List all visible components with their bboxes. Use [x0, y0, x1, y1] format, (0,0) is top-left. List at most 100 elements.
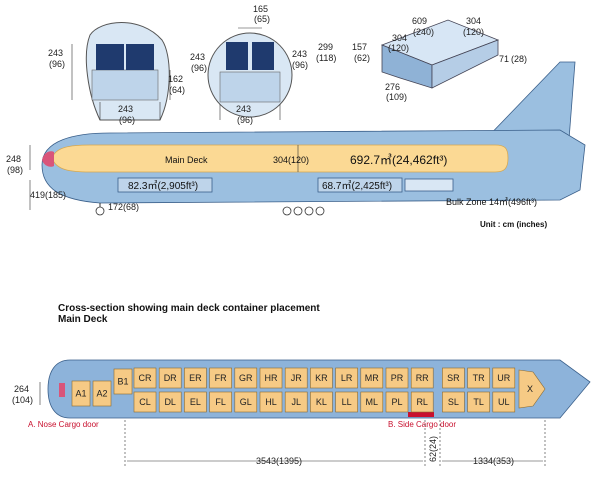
container-slot-box	[467, 391, 490, 413]
container-slot-label: CR	[139, 373, 152, 383]
dim-label: 304	[392, 33, 407, 43]
container-slot-box	[158, 391, 182, 413]
aft-hold	[317, 177, 403, 193]
main-deck-cross-section	[207, 27, 293, 120]
dim-label: 3543(1395)	[256, 456, 302, 466]
dim-label: (109)	[386, 92, 407, 102]
container-slot-label: JL	[291, 397, 301, 407]
cargo-window	[252, 42, 274, 70]
container-slot-box	[209, 391, 232, 413]
dim-label: (96)	[49, 59, 65, 69]
dim-label: 243	[48, 48, 63, 58]
dim-label: (118)	[316, 53, 336, 63]
section-heading: Cross-section showing main deck containe…	[58, 303, 320, 314]
container-slot-jl: JL	[284, 391, 308, 413]
dim-label: 62(24)	[428, 436, 438, 462]
container-slot-box	[234, 391, 258, 413]
container-slot-mr: MR	[360, 367, 384, 389]
container-slot-ul: UL	[492, 391, 516, 413]
container-slot-gr: GR	[234, 367, 258, 389]
container-slot-cl: CL	[133, 391, 157, 413]
cargo-window	[96, 44, 124, 70]
container-slot-box	[71, 380, 91, 407]
container-slot-box	[492, 367, 516, 389]
dim-label: (62)	[354, 53, 370, 63]
container-slot-label: GR	[239, 373, 253, 383]
container-slot-dr: DR	[158, 367, 182, 389]
container-slot-label: LL	[342, 397, 352, 407]
container-slot-hl: HL	[259, 391, 283, 413]
dim-label: 1334(353)	[473, 456, 514, 466]
container-slot-lr: LR	[335, 367, 358, 389]
forward-hold-volume: 82.3㎥(2,905ft³)	[128, 179, 198, 192]
container-slot-tr: TR	[467, 367, 490, 389]
dim-label: 419(185)	[30, 190, 66, 200]
container-slot-box	[360, 367, 384, 389]
container-slot-label: A1	[75, 389, 86, 399]
container-slot-label: EL	[190, 397, 201, 407]
container-slot-label: B1	[117, 377, 128, 387]
container-slot-label: A2	[96, 389, 107, 399]
container-slot-box	[284, 367, 308, 389]
dim-label: 243	[190, 52, 205, 62]
container-slot-box	[284, 391, 308, 413]
container-slot-gl: GL	[234, 391, 258, 413]
dim-label: 243	[118, 104, 133, 114]
container-slot-box	[442, 391, 465, 413]
container-slot-sl: SL	[442, 391, 465, 413]
main-deck-height: 304(120)	[273, 155, 309, 165]
dim-label: 609	[412, 16, 427, 26]
lower-deck-container	[380, 19, 500, 89]
container-slot-label: SR	[447, 373, 460, 383]
dim-label: 276	[385, 82, 400, 92]
main-deck-volume: 692.7㎥(24,462ft³)	[350, 153, 447, 167]
container-slot-kl: KL	[310, 391, 333, 413]
container-slot-box	[158, 367, 182, 389]
container-slot-box	[234, 367, 258, 389]
container-slot-label: SL	[448, 397, 459, 407]
container-slot-label: TR	[473, 373, 485, 383]
container-slot-ur: UR	[492, 367, 516, 389]
container-slot-box	[259, 367, 283, 389]
container-slot-box	[209, 367, 232, 389]
dim-label: 304	[466, 16, 481, 26]
dim-label: (64)	[169, 85, 185, 95]
container-slot-box	[410, 391, 434, 413]
container-slot-box	[310, 391, 333, 413]
container-slot-label: PL	[391, 397, 402, 407]
dim-label: (96)	[292, 60, 308, 70]
container-slot-box	[518, 369, 546, 409]
forward-hold	[117, 177, 213, 193]
dim-label: 165	[253, 4, 268, 14]
container-slot-box	[410, 367, 434, 389]
container-slot-a1: A1	[71, 380, 91, 407]
container-slot-hr: HR	[259, 367, 283, 389]
container-slot-label: KR	[315, 373, 328, 383]
container-slot-label: GL	[240, 397, 252, 407]
container-slot-ml: ML	[360, 391, 384, 413]
container-slot-box	[113, 368, 133, 395]
container-slot-label: FL	[215, 397, 226, 407]
container-slot-label: PR	[391, 373, 404, 383]
container-slot-pr: PR	[385, 367, 409, 389]
dim-label: (120)	[388, 43, 409, 53]
main-wheel	[282, 206, 292, 216]
container-slot-fr: FR	[209, 367, 232, 389]
dim-label: (120)	[463, 27, 484, 37]
dim-label: 172(68)	[108, 202, 139, 212]
container-slot-label: DR	[164, 373, 177, 383]
lower-deck-cross-section	[71, 22, 171, 121]
container-slot-rr: RR	[410, 367, 434, 389]
dim-label: (98)	[7, 165, 23, 175]
dim-label: (65)	[254, 14, 270, 24]
container-slot-box	[335, 391, 358, 413]
main-deck-label: Main Deck	[165, 155, 208, 165]
container-slot-box	[442, 367, 465, 389]
main-deck-area	[51, 144, 509, 173]
dim-label: (104)	[12, 395, 33, 405]
dim-label: 157	[352, 42, 367, 52]
container-slot-label: X	[527, 384, 533, 394]
container-slot-el: EL	[184, 391, 207, 413]
